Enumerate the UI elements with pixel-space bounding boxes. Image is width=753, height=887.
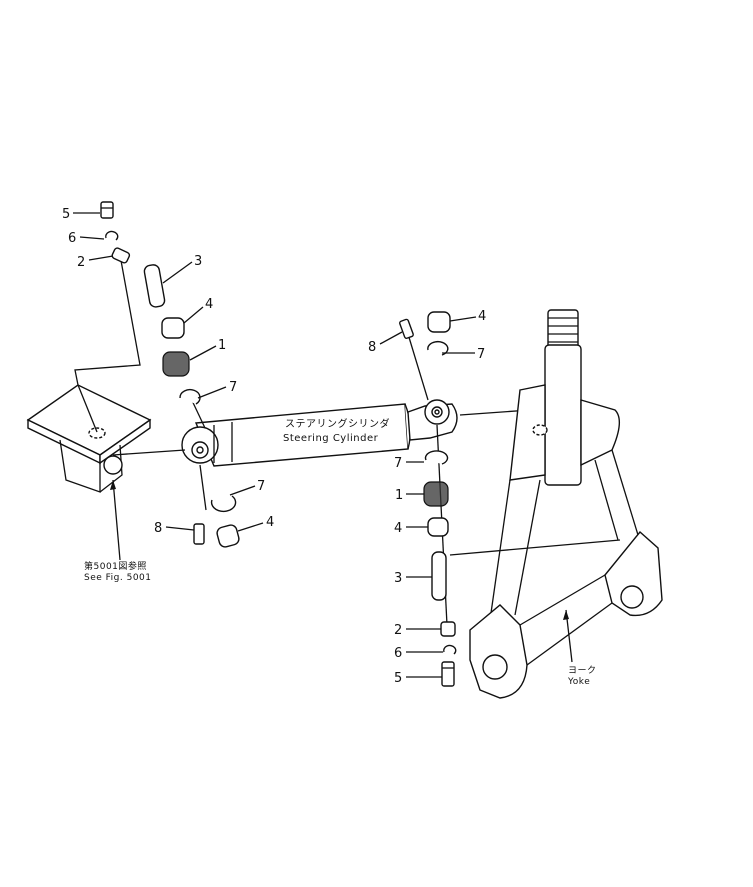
- part-8-right: [399, 318, 414, 339]
- part-7-left-top: [179, 388, 201, 405]
- part-5-left: [100, 201, 114, 219]
- yoke-label-jp: ヨーク: [568, 665, 597, 676]
- callout-7-right-top: 7: [477, 347, 485, 362]
- part-4-right-top: [427, 311, 451, 333]
- yoke-label-en: Yoke: [567, 677, 590, 687]
- cylinder-label-en: Steering Cylinder: [283, 433, 379, 444]
- cylinder-label-jp: ステアリングシリンダ: [285, 417, 390, 430]
- callouts-right: 4 8 7 7 1 4 3 2 6 5: [368, 309, 486, 686]
- callout-4-right-top: 4: [478, 309, 486, 324]
- part-8-left: [193, 523, 205, 545]
- part-4-left: [161, 317, 185, 339]
- left-bracket: [26, 384, 152, 493]
- fig-ref-jp: 第5001図参照: [84, 560, 147, 572]
- callouts-left: 5 6 2 3 4 1 7 7 8 4: [62, 207, 274, 536]
- fig-reference: 第5001図参照 See Fig. 5001: [84, 479, 152, 583]
- part-6-right: [443, 644, 457, 655]
- part-6-left: [105, 230, 119, 241]
- right-parts: [399, 311, 457, 687]
- part-4-right: [427, 517, 449, 537]
- callout-8-right: 8: [368, 340, 376, 355]
- yoke: [449, 309, 663, 699]
- part-2-right: [440, 621, 456, 637]
- callout-4-left: 4: [205, 297, 213, 312]
- yoke-reference: ヨーク Yoke: [563, 609, 597, 687]
- part-1-left: [162, 351, 190, 377]
- part-4-left-bottom: [216, 524, 240, 548]
- callout-3-left: 3: [194, 254, 202, 269]
- callout-1-right: 1: [395, 488, 403, 503]
- callout-4-left-lower: 4: [266, 515, 274, 530]
- part-2-left: [111, 247, 131, 264]
- fig-ref-en: See Fig. 5001: [84, 573, 152, 583]
- callout-3-right: 3: [394, 571, 402, 586]
- part-7-left-bottom: [210, 495, 237, 513]
- callout-5-left: 5: [62, 207, 70, 222]
- callout-7-right-lower: 7: [394, 456, 402, 471]
- left-parts: [100, 201, 240, 548]
- callout-7-left: 7: [229, 380, 237, 395]
- part-3-left: [143, 264, 166, 308]
- callout-5-right: 5: [394, 671, 402, 686]
- callout-6-left: 6: [68, 231, 76, 246]
- callout-6-right: 6: [394, 646, 402, 661]
- callout-4-right: 4: [394, 521, 402, 536]
- callout-8-left: 8: [154, 521, 162, 536]
- part-1-right: [423, 481, 449, 507]
- part-5-right: [441, 661, 455, 687]
- part-3-right: [431, 551, 447, 601]
- callout-2-left: 2: [77, 255, 85, 270]
- steering-cylinder: ステアリングシリンダ Steering Cylinder: [181, 399, 458, 467]
- callout-7-left-lower: 7: [257, 479, 265, 494]
- part-7-right-bottom: [424, 450, 449, 465]
- callout-2-right: 2: [394, 623, 402, 638]
- callout-1-left: 1: [218, 338, 226, 353]
